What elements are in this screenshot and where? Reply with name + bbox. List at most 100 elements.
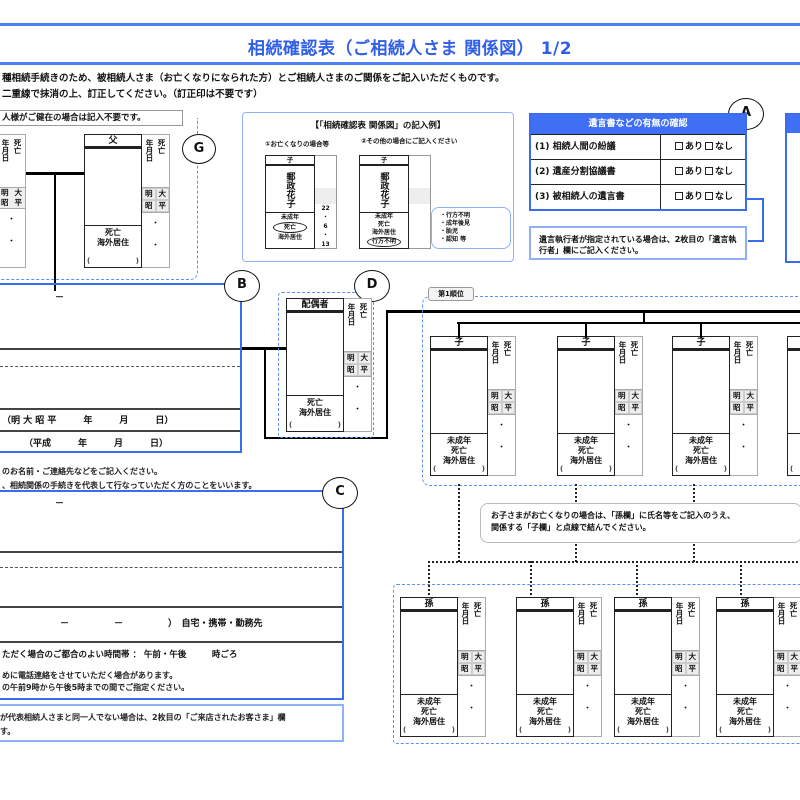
foot-line: 海外居住 [529,717,561,726]
example-card-head: 子 [360,156,408,166]
era-taisho: 大 [787,651,800,663]
card-head: 孫 [401,598,457,612]
date-month: 6 [323,223,328,230]
section-c-frame [0,490,344,700]
card-head: 子 [431,337,487,351]
era-heisei: 平 [787,663,800,675]
example-title: 【「相続確認表 関係図」の記入例】 [310,121,446,131]
foot-line: 死亡 [788,446,800,456]
title-band: 相続確認表（ご相続人さま 関係図） 1/2 [0,23,800,65]
connector-line [762,198,764,242]
date-label: 年月日 [618,341,627,364]
checkbox-yes[interactable] [674,192,683,200]
callout-item: ・成年後見 [440,220,471,227]
example-card-name: 郵政花子 [378,172,389,208]
dot: ・ [582,682,592,692]
era-meiji: 明 [574,651,588,663]
checkbox-yes[interactable] [674,167,683,175]
date-label: 年月日 [461,602,470,625]
dotted-connector [575,544,577,562]
grandchildren-frame [393,584,800,744]
will-question: (1) 相続人間の紛議 [531,135,661,159]
foot-death: 死亡 [307,398,323,407]
foot-line: 海外居住 [729,717,761,726]
dot: ・ [782,682,792,692]
checkbox-no[interactable] [705,192,713,200]
date-label: 年月日 [577,602,586,625]
date-year: 22 [321,205,330,212]
date-label: 年月日 [145,139,154,162]
card-head: 子 [558,337,614,351]
death-date-field[interactable]: （平成 年 月 日） [24,439,169,449]
visitor-note-1: が代表相続人さまと同一人でない場合は、2枚目の「ご来店されたお客さま」欄 [0,713,286,722]
section-c-note-1: めに電話連絡をさせていただく場合があります。 [2,671,178,680]
connector-arrow [748,240,764,242]
foot-line: 死亡 [578,446,594,455]
era-showa: 昭 [458,663,472,675]
dot: ・ [6,215,16,225]
foot-overseas: 海外居住 [371,229,396,236]
era-showa: 昭 [1,198,9,207]
date-day: 13 [321,241,330,248]
rep-kana-line[interactable] [0,567,342,568]
rank1-frame [422,296,800,486]
dot: ・ [623,421,633,431]
foot-line: 海外居住 [685,456,717,465]
foot-death: 死亡 [377,221,390,228]
no-label: なし [715,142,734,152]
dot: ・ [352,383,362,393]
death-label: 死亡 [789,602,798,617]
spouse-card[interactable]: 配偶者 死亡海外居住() 年月日死亡 明大昭平 ・・ [286,298,374,432]
grandchild-note-1: お子さまがお亡くなりの場合は、「孫欄」に氏名等をご記入のうえ、 [491,511,735,520]
grandchild-card[interactable]: 孫 未成年死亡海外居住() 年月日死亡 明大昭平 ・・ [400,597,488,737]
card-head: 孫 [717,598,773,612]
dot: ・ [6,237,16,247]
era-showa: 昭 [672,663,686,675]
dotted-drop [636,561,638,599]
foot-line: 未成年 [447,436,471,445]
connector-line [747,198,764,200]
dotted-drop [428,561,430,599]
kana-line[interactable] [0,366,240,367]
call-time-field[interactable]: ただく場合のご都合のよい時間帯 ： 午前・午後 時ごろ [2,650,238,660]
father-card[interactable]: 父 死亡海外居住() 年月日死亡 明大昭平 ・・ [84,134,172,268]
will-check-table: 遺言書などの有無の確認 (1) 相続人間の紛議 ありなし (2) 遺産分割協議書… [529,113,747,211]
era-meiji: 明 [672,651,686,663]
era-meiji: 明 [774,651,788,663]
checkbox-no[interactable] [705,142,713,150]
no-label: なし [715,192,734,202]
date-label: 年月日 [675,602,684,625]
child-card[interactable]: 子 未成年死亡海外居住() 年月日死亡 明大昭平 ・・ [557,336,645,476]
era-taisho: 大 [587,651,601,663]
date-label: 年月日 [777,602,786,625]
checkbox-yes[interactable] [674,142,683,150]
dotted-connector [693,484,695,502]
child-card[interactable]: 子 未成年死亡海外居住() 年月日死亡 明大昭平 ・・ [672,336,760,476]
grandchild-card[interactable]: 孫 未成年死亡海外居住() 年月日死亡 明大昭平 ・・ [614,597,702,737]
birth-date-field[interactable]: （明 大 昭 平 年 月 日） [2,416,174,426]
child-drop-line [458,322,460,338]
dot: ・ [623,443,633,453]
dot: ・ [680,682,690,692]
section-c-intro-2: 、相続関係の手続きを代表して行なっていただく方のことをいいます。 [2,481,257,490]
dot: ・ [738,443,748,453]
child-card[interactable]: 子 未成年死亡海外居住() 年月日死亡 明大昭平 ・・ [430,336,518,476]
era-showa: 昭 [142,200,156,212]
grandchild-card[interactable]: 孫 未成年死亡海外居住() 年月日死亡 明大昭平 ・・ [516,597,604,737]
checkbox-no[interactable] [705,167,713,175]
era-taisho: 大 [685,651,699,663]
section-c-dash: － [55,499,65,509]
example-card-1-side: 22 ・ 6 ・ 13 [315,155,337,249]
era-meiji: 明 [142,188,156,200]
era-meiji: 明 [730,390,744,402]
grandchild-card[interactable]: 孫 未成年死亡海外居住() 年月日死亡 明大昭平 ・・ [716,597,800,737]
section-c-badge: C [322,477,358,509]
foot-line: 未成年 [788,436,800,446]
phone-field[interactable]: － － ） 自宅・携帯・勤務先 [60,619,263,629]
example-card-name: 郵政花子 [284,172,295,208]
foot-line: 未成年 [733,697,757,706]
person-card-partial[interactable]: 年月日 死亡 明大 昭平 ・・ [0,134,26,268]
rank1-tag: 第1順位 [428,287,474,301]
date-label: 年月日 [1,139,10,162]
